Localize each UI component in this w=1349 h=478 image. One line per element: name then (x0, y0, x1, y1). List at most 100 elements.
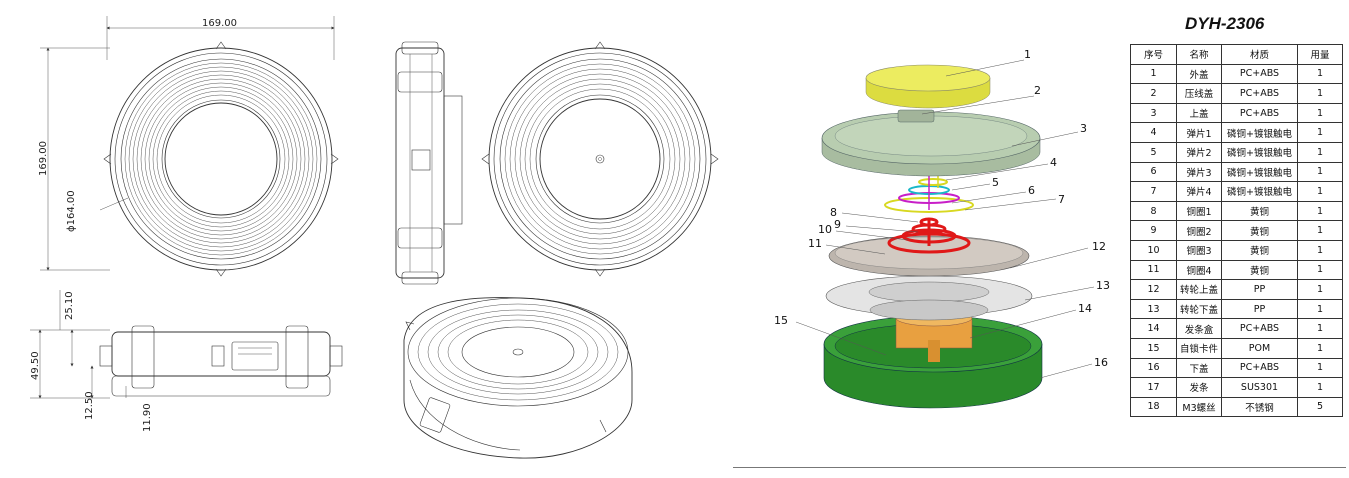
callout-7: 7 (1058, 193, 1065, 206)
bom-cell-name: 发条 (1176, 377, 1222, 398)
bom-cell-material: 黄铜 (1221, 220, 1298, 241)
bom-cell-material: PC+ABS (1221, 102, 1298, 124)
bom-cell-name: 发条盒 (1176, 318, 1222, 339)
dim-width-169: 169.00 (202, 18, 237, 29)
bom-cell-quantity: 1 (1297, 318, 1343, 339)
bom-cell-name: 铜圈2 (1176, 220, 1222, 241)
bom-cell-index: 1 (1130, 63, 1177, 85)
bom-cell-material: 黄铜 (1221, 259, 1298, 281)
bom-cell-index: 3 (1130, 102, 1177, 124)
bom-cell-name: 外盖 (1176, 63, 1222, 85)
part-bottom-cover (823, 315, 1043, 409)
bom-cell-material: PP (1221, 298, 1298, 320)
bom-cell-index: 4 (1130, 122, 1177, 143)
bom-cell-material: POM (1221, 337, 1298, 359)
bom-cell-material: 黄铜 (1221, 200, 1298, 222)
bom-cell-quantity: 1 (1297, 200, 1343, 222)
callout-10: 10 (818, 223, 832, 236)
bom-cell-quantity: 5 (1297, 396, 1343, 418)
callout-6: 6 (1028, 184, 1035, 197)
bom-cell-quantity: 1 (1297, 239, 1343, 261)
side-view (395, 41, 463, 285)
bom-cell-name: 上盖 (1176, 102, 1222, 124)
bom-cell-quantity: 1 (1297, 161, 1343, 183)
bom-header-row: 序号 名称 材质 用量 (1130, 44, 1343, 65)
bom-cell-quantity: 1 (1297, 377, 1343, 398)
bom-cell-material: PP (1221, 279, 1298, 300)
dim-height-169: 169.00 (38, 141, 49, 176)
bom-cell-name: 自锁卡件 (1176, 337, 1222, 359)
bom-cell-index: 6 (1130, 161, 1177, 183)
bom-cell-material: 不锈钢 (1221, 396, 1298, 418)
bom-cell-quantity: 1 (1297, 259, 1343, 281)
bom-cell-index: 9 (1130, 220, 1177, 241)
part-outer-cover (865, 64, 991, 109)
bom-header-quantity: 用量 (1297, 44, 1343, 65)
part-wheel-lower (825, 275, 1033, 321)
isometric-view (403, 297, 633, 459)
part-upper-cover (821, 111, 1041, 177)
callout-5: 5 (992, 176, 999, 189)
bom-cell-index: 8 (1130, 200, 1177, 222)
bom-cell-quantity: 1 (1297, 298, 1343, 320)
bom-cell-index: 13 (1130, 298, 1177, 320)
bottom-view: 49.50 25.10 12.50 11.90 (30, 290, 343, 432)
bom-cell-index: 11 (1130, 259, 1177, 281)
bom-cell-quantity: 1 (1297, 181, 1343, 202)
part-wire-cover (897, 109, 935, 123)
bom-cell-material: PC+ABS (1221, 318, 1298, 339)
callout-12: 12 (1092, 240, 1106, 253)
callout-2: 2 (1034, 84, 1041, 97)
part-copper-rings (887, 217, 971, 254)
bom-cell-quantity: 1 (1297, 141, 1343, 163)
bom-cell-quantity: 1 (1297, 220, 1343, 241)
bom-cell-quantity: 1 (1297, 63, 1343, 85)
bom-cell-material: 黄铜 (1221, 239, 1298, 261)
bom-cell-index: 14 (1130, 318, 1177, 339)
bom-cell-name: 弹片4 (1176, 181, 1222, 202)
callout-14: 14 (1078, 302, 1092, 315)
bom-cell-name: 铜圈3 (1176, 239, 1222, 261)
bom-cell-index: 2 (1130, 83, 1177, 104)
bom-cell-material: 磷铜+镀银触电 (1221, 161, 1298, 183)
bom-header-material: 材质 (1221, 44, 1298, 65)
bom-cell-index: 15 (1130, 337, 1177, 359)
bom-cell-name: 转轮上盖 (1176, 279, 1222, 300)
dim-25-10: 25.10 (64, 291, 75, 320)
callout-4: 4 (1050, 156, 1057, 169)
bom-header-name: 名称 (1176, 44, 1222, 65)
bom-cell-material: PC+ABS (1221, 83, 1298, 104)
bom-cell-quantity: 1 (1297, 357, 1343, 379)
leader-lines (795, 59, 1095, 379)
bom-cell-index: 17 (1130, 377, 1177, 398)
callout-3: 3 (1080, 122, 1087, 135)
bom-cell-name: 下盖 (1176, 357, 1222, 379)
bom-cell-material: 磷铜+镀银触电 (1221, 181, 1298, 202)
bom-cell-quantity: 1 (1297, 102, 1343, 124)
divider-line (733, 467, 1346, 468)
bom-cell-name: M3螺丝 (1176, 396, 1222, 418)
dim-diameter-164: ϕ164.00 (66, 190, 77, 232)
callout-15: 15 (774, 314, 788, 327)
bom-header-index: 序号 (1130, 44, 1177, 65)
dim-11-90: 11.90 (142, 403, 153, 432)
bom-cell-index: 12 (1130, 279, 1177, 300)
dim-49-50: 49.50 (30, 351, 41, 380)
callout-1: 1 (1024, 48, 1031, 61)
bom-cell-name: 弹片3 (1176, 161, 1222, 183)
bom-cell-quantity: 1 (1297, 279, 1343, 300)
